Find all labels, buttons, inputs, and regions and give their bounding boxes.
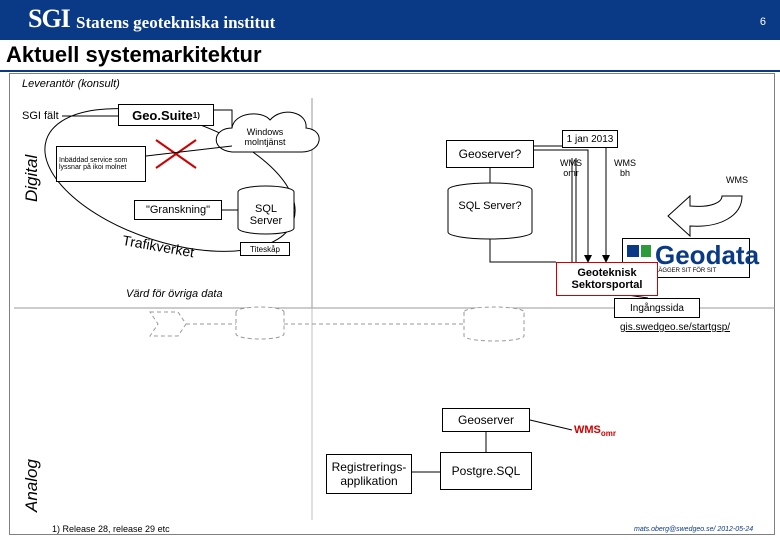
- diagram-frame: [9, 73, 775, 535]
- sql-cyl-body: [237, 192, 295, 235]
- date-note-label: 1 jan 2013: [566, 133, 614, 145]
- cloud-shape: [215, 111, 320, 153]
- vendor-label: Leverantör (konsult): [22, 78, 120, 90]
- geoserverq-to-wms-omr: [534, 149, 592, 263]
- title-rule: [0, 70, 780, 72]
- geodata-mark-icon-2: [641, 245, 651, 257]
- granskning-box: "Granskning": [134, 200, 222, 220]
- sector-portal-label: Geoteknisk Sektorsportal: [571, 267, 643, 291]
- wms-label: WMS: [726, 175, 748, 185]
- geosuite-label: Geo.Suite: [132, 107, 193, 123]
- page-title: Aktuell systemarkitektur: [6, 42, 262, 67]
- embedded-service-label: Inbäddad service som lyssnar på ikoi mol…: [59, 157, 128, 171]
- wms-omr-label: WMS omr: [560, 158, 582, 178]
- geodata-mark-icon: [627, 245, 639, 257]
- wms-bh-label: WMS bh: [614, 158, 636, 178]
- geoserver-box: Geoserver: [442, 408, 530, 432]
- sqlq-to-portal: [489, 239, 556, 263]
- red-cross-b: [155, 139, 197, 169]
- geodata-curved-arrow: [667, 194, 743, 238]
- registration-app-box: Registrerings-applikation: [326, 454, 412, 494]
- geoserver-q-label: Geoserver?: [458, 147, 522, 161]
- geosuite-note: 1): [192, 110, 200, 120]
- org-name: Statens geotekniska institut: [76, 13, 276, 32]
- sql-server-label: SQL Server: [249, 203, 283, 227]
- wms-omr-analog-main: WMS: [574, 424, 601, 436]
- geoserver-label: Geoserver: [457, 413, 515, 427]
- geodata-name: Geodata: [655, 240, 760, 270]
- registration-app-label: Registrerings-applikation: [331, 460, 407, 488]
- host-cyl2-body: [463, 312, 525, 342]
- postgresql-label: Postgre.SQL: [451, 464, 521, 478]
- geoserver-to-wms: [529, 419, 573, 431]
- wms-omr-analog-label: WMSomr: [574, 424, 616, 438]
- header-bar: [0, 0, 780, 40]
- postgresql-box: Postgre.SQL: [440, 452, 532, 490]
- host-chevron: [149, 311, 187, 337]
- entry-page-label: Ingångssida: [630, 302, 684, 314]
- page-number: 6: [759, 16, 766, 28]
- footer-note: 1) Release 28, release 29 etc: [52, 524, 170, 534]
- granskning-label: "Granskning": [145, 204, 211, 216]
- geoserver-q-box: Geoserver?: [446, 140, 534, 168]
- digital-label: Digital: [22, 154, 41, 202]
- date-note-box: 1 jan 2013: [562, 130, 618, 148]
- entry-url-link[interactable]: gis.swedgeo.se/startgsp/: [620, 322, 731, 333]
- wms-omr-analog-sub: omr: [600, 429, 617, 439]
- geosuite-to-cloud: [214, 109, 233, 128]
- host-other-label: Värd för övriga data: [126, 288, 223, 300]
- entry-page-box: Ingångssida: [614, 298, 700, 318]
- sgi-logo: SGI: [28, 4, 71, 33]
- geodata-tagline: LÄGGER SIT FÖR SIT: [655, 268, 717, 274]
- host-cyl-body: [235, 312, 285, 340]
- sql-server-q-label: SQL Server?: [458, 200, 522, 212]
- sector-portal-box: Geoteknisk Sektorsportal: [556, 262, 658, 296]
- sgi-field-label: SGI fält: [22, 110, 59, 122]
- sqlq-cyl-body: [447, 190, 533, 240]
- titeskap-box: Titeskåp: [240, 242, 290, 256]
- cloud-to-embedded: [145, 145, 233, 157]
- embedded-service-box: Inbäddad service som lyssnar på ikoi mol…: [56, 146, 146, 182]
- analog-label: Analog: [22, 459, 41, 512]
- titeskap-label: Titeskåp: [250, 244, 280, 254]
- footer-contact: mats.oberg@swedgeo.se/ 2012-05-24: [634, 526, 754, 533]
- cloud-label: Windows molntjänst: [244, 127, 286, 147]
